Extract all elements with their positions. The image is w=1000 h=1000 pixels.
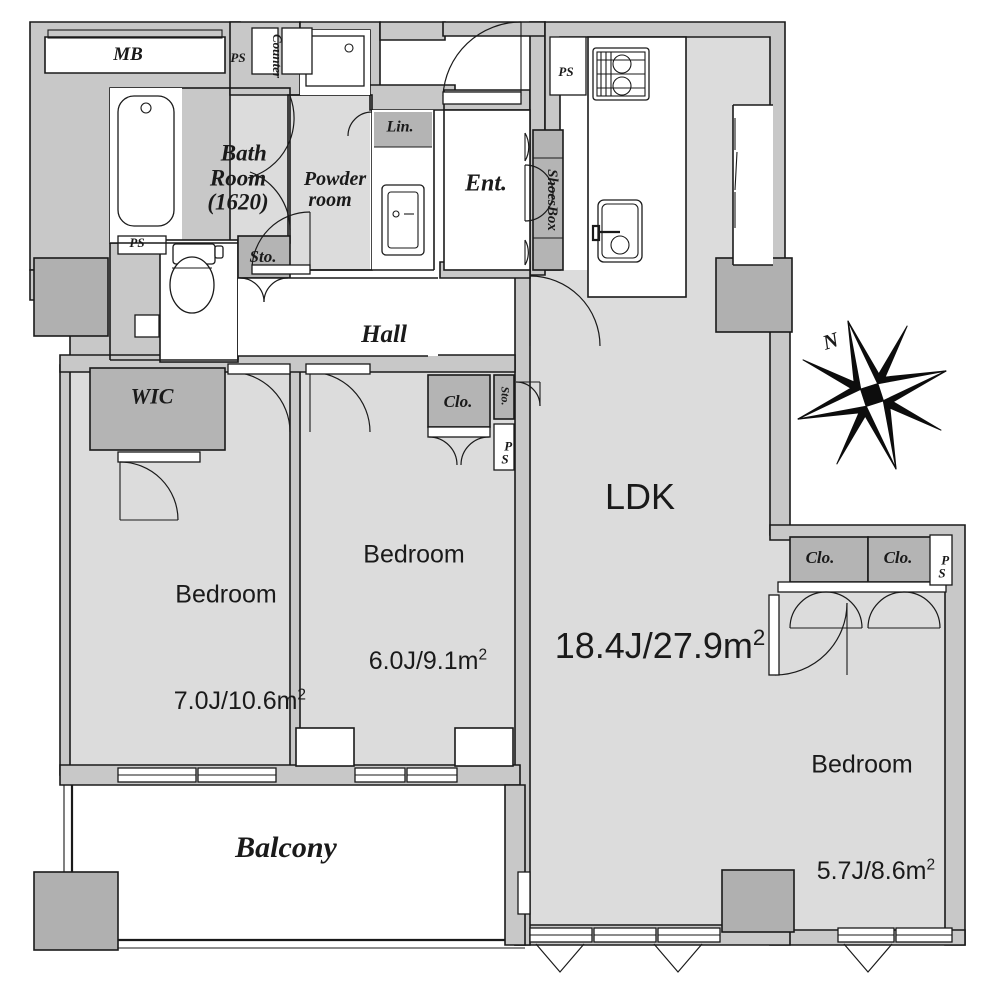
label-mb: MB [113, 43, 143, 65]
kitchen [251, 27, 687, 298]
bedroom-right-name: Bedroom [811, 750, 913, 779]
bedroom-right-area: 5.7J/8.6m2 [816, 856, 936, 885]
label-ps-kitchen: PS [558, 64, 574, 80]
label-shoes-box: ShoesBox [543, 169, 560, 231]
structural-columns [33, 257, 795, 951]
label-entrance: Ent. [464, 170, 508, 197]
right-closets [768, 534, 953, 676]
entrance-area [442, 21, 564, 271]
label-clo-right-1: Clo. [805, 547, 835, 567]
compass-rose [797, 320, 947, 470]
bedroom-left-name: Bedroom [175, 580, 277, 609]
label-bath-room: Bath Room (1620) [207, 140, 269, 215]
label-bedroom-right: Bedroom 5.7J/8.6m2 [789, 699, 935, 938]
label-ps-bath: PS [129, 235, 145, 251]
label-sto-bath: Sto. [249, 246, 277, 266]
bedroom-middle-name: Bedroom [363, 540, 465, 569]
label-sto-hall: Sto. [498, 386, 513, 406]
ldk-area: 18.4J/27.9m2 [554, 625, 766, 667]
label-ps-hall: P S [501, 438, 513, 467]
bedroom-middle-area: 6.0J/9.1m2 [368, 646, 488, 675]
label-clo-right-2: Clo. [883, 547, 913, 567]
windows [117, 727, 953, 973]
label-powder-room: Powder room [303, 168, 367, 212]
label-ps-right: P S [938, 552, 950, 581]
label-bedroom-middle: Bedroom 6.0J/9.1m2 [341, 489, 487, 728]
label-wic: WIC [130, 383, 174, 409]
label-ldk: LDK 18.4J/27.9m2 [515, 406, 766, 740]
label-counter: Counter [269, 34, 285, 79]
label-bedroom-left: Bedroom 7.0J/10.6m2 [146, 529, 306, 768]
label-ps-top: PS [230, 50, 246, 66]
label-lin: Lin. [386, 118, 414, 136]
label-clo-hall: Clo. [443, 391, 473, 411]
hall-storage [89, 277, 541, 521]
door-swings [227, 95, 848, 676]
ldk-recess [732, 104, 773, 266]
label-balcony: Balcony [235, 831, 337, 865]
ldk-name: LDK [604, 476, 676, 518]
label-hall: Hall [361, 320, 407, 348]
bedroom-left-area: 7.0J/10.6m2 [173, 686, 307, 715]
